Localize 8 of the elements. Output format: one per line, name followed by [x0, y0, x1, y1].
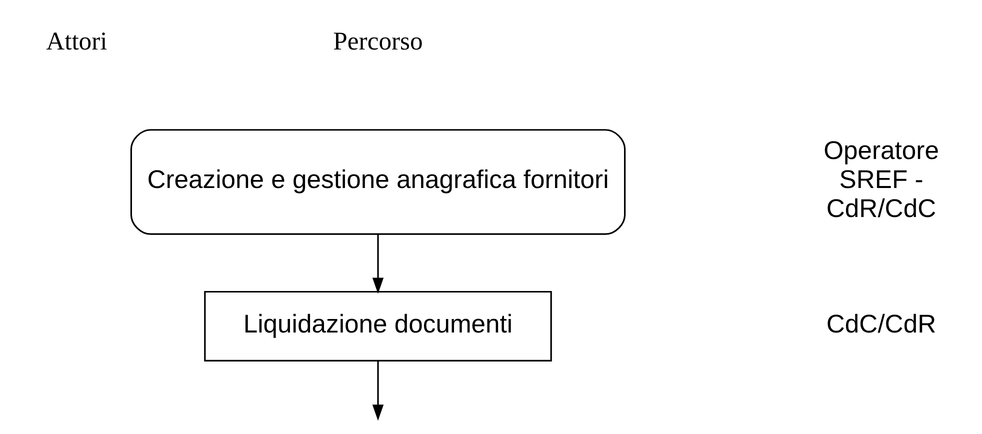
node-box: Creazione e gestione anagrafica fornitori [130, 129, 626, 235]
label: Operatore SREF - CdR/CdC [824, 137, 939, 223]
arrow [372, 361, 384, 421]
node-box: Liquidazione documenti [204, 290, 552, 362]
label: Percorso [333, 26, 423, 56]
arrow [372, 234, 384, 294]
label: CdC/CdR [826, 310, 936, 338]
label: Attori [46, 26, 108, 56]
